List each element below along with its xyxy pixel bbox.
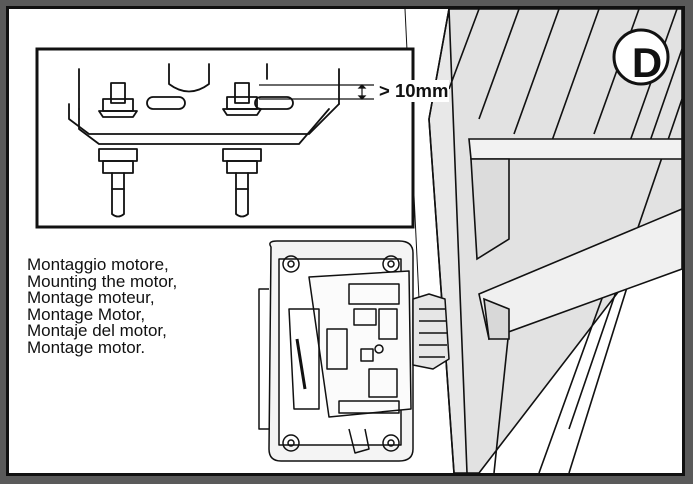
caption-line-de: Montage Motor, <box>27 304 146 324</box>
caption-block: Montaggio motore, Mounting the motor, Mo… <box>27 255 277 357</box>
detail-inset <box>35 47 415 229</box>
diagram-canvas <box>35 9 682 473</box>
motor-illustration <box>258 240 450 462</box>
caption-line-fr: Montage moteur, <box>27 288 155 307</box>
caption-line-nl: Montage motor. <box>27 337 146 357</box>
clearance-label: > 10mm <box>378 80 450 102</box>
caption-line-es: Montaje del motor, <box>27 321 167 340</box>
step-badge-letter: D <box>631 39 663 86</box>
caption-line-en: Mounting the motor, <box>27 271 178 291</box>
figure-frame: > 10mm D Montaggio motore, Mounting the … <box>6 6 685 476</box>
caption-line-it: Montaggio motore, <box>27 255 169 274</box>
step-badge-icon <box>612 28 670 86</box>
wall-illustration <box>428 9 682 473</box>
dimension-arrow-icon <box>259 84 374 100</box>
